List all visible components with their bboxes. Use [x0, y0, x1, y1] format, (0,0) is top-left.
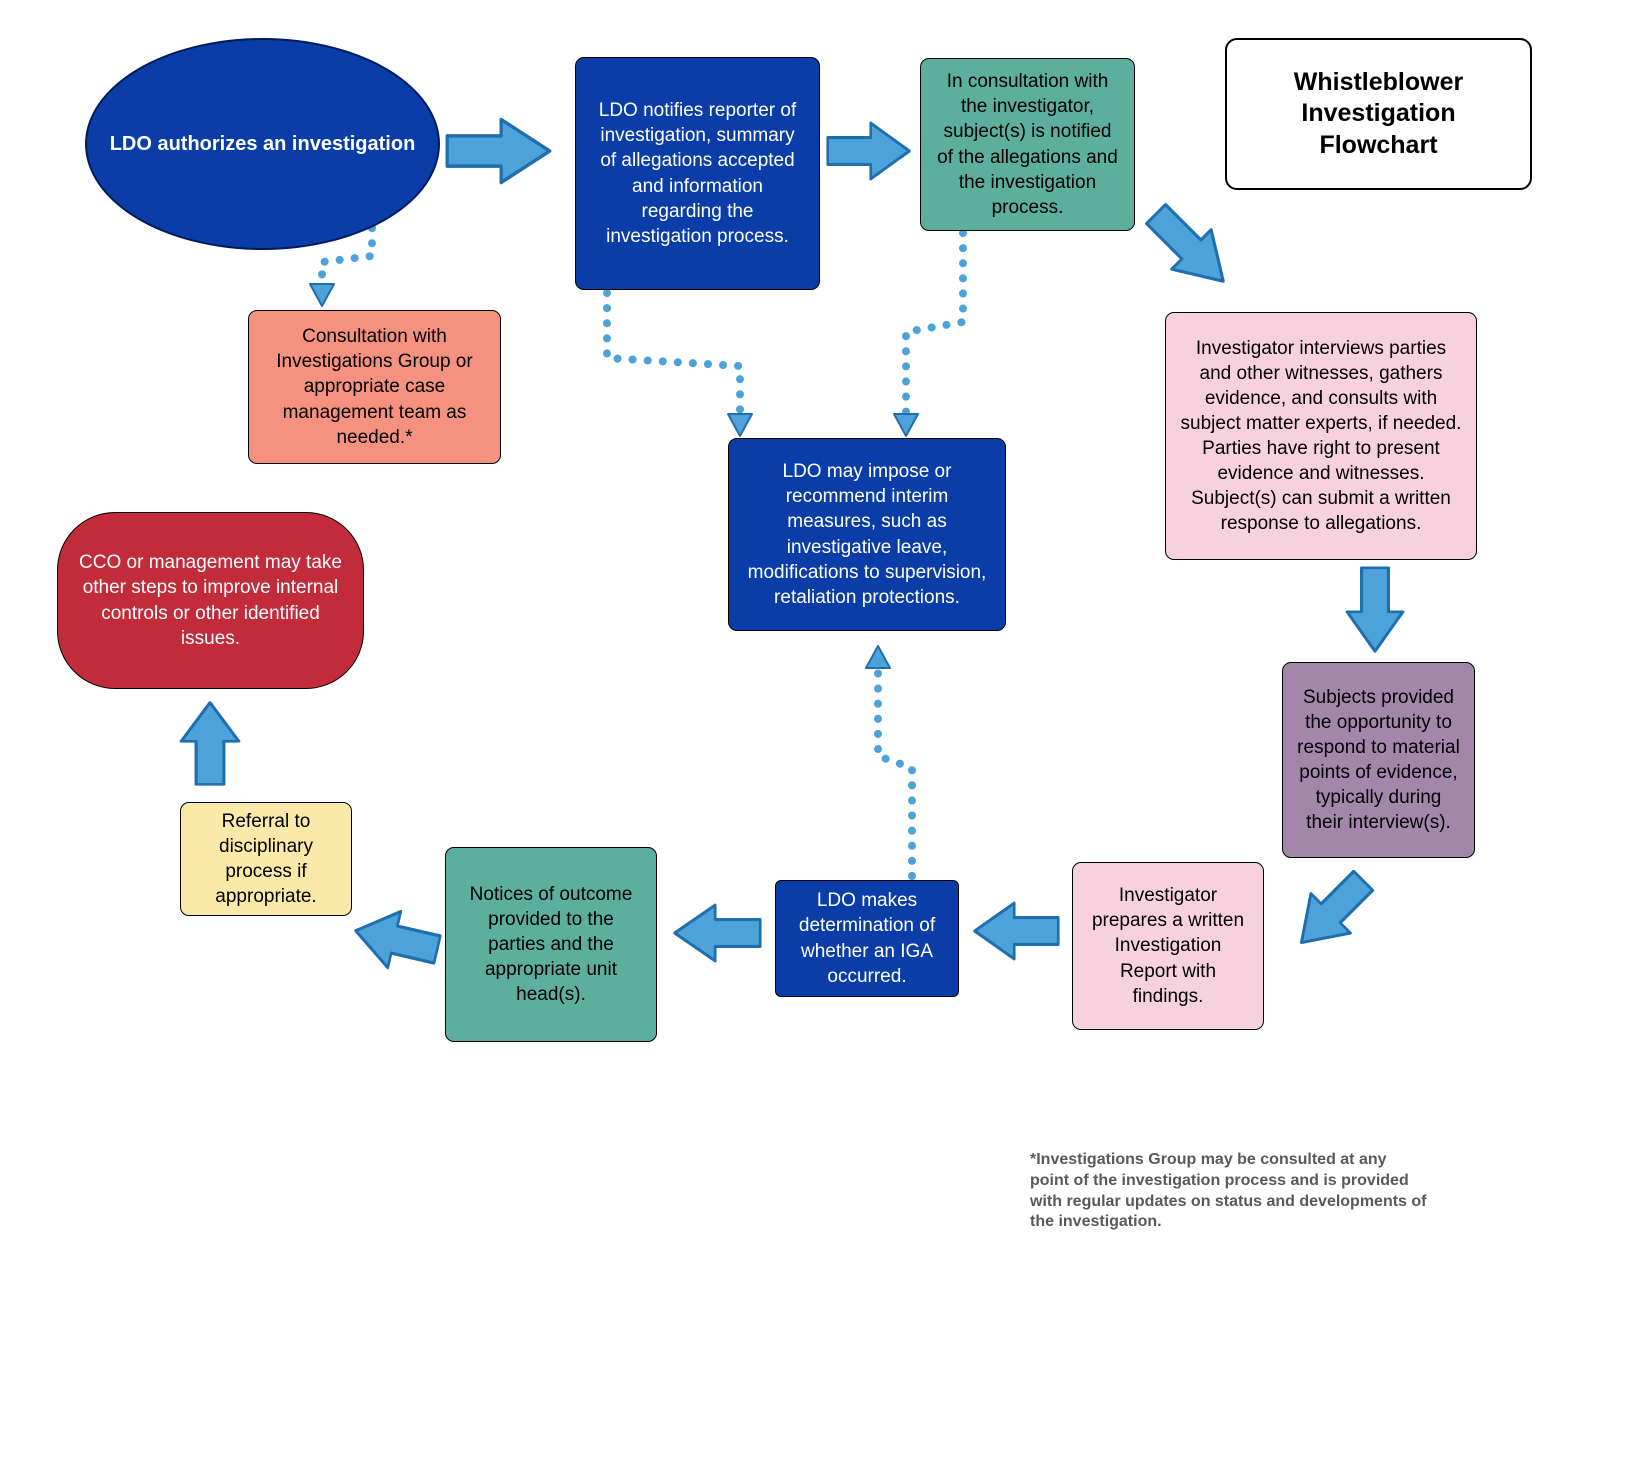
node-label: LDO notifies reporter of investigation, …	[598, 100, 797, 247]
arrow-left-icon	[973, 901, 1060, 961]
footnote-text: *Investigations Group may be consulted a…	[1030, 1151, 1427, 1231]
dotted-line-subject-interim	[902, 229, 967, 416]
node-label: LDO authorizes an investigation	[109, 132, 416, 155]
node-subjects-respond-evidence: Subjects provided the opportunity to res…	[1282, 662, 1475, 858]
node-investigation-report: Investigator prepares a written Investig…	[1072, 862, 1264, 1030]
dotted-line-determination-interim	[874, 666, 916, 880]
node-label: Investigator interviews parties and othe…	[1180, 337, 1462, 535]
arrow-left-icon	[354, 909, 442, 970]
arrowhead-down-icon	[309, 283, 335, 307]
node-consultation-investigations-group: Consultation with Investigations Group o…	[248, 310, 501, 464]
node-ldo-interim-measures: LDO may impose or recommend interim meas…	[728, 438, 1006, 631]
arrow-up-icon	[179, 701, 241, 786]
node-label: Consultation with Investigations Group o…	[276, 326, 473, 448]
title-label: Whistleblower Investigation Flowchart	[1293, 68, 1464, 159]
arrow-down-right-icon	[1145, 203, 1225, 283]
node-label: LDO makes determination of whether an IG…	[798, 890, 936, 987]
node-investigator-interviews: Investigator interviews parties and othe…	[1165, 312, 1477, 560]
arrow-down-left-icon	[1299, 869, 1375, 945]
node-label: Notices of outcome provided to the parti…	[469, 883, 633, 1006]
node-label: Investigator prepares a written Investig…	[1091, 885, 1245, 1007]
dotted-line-notify-interim	[603, 289, 744, 416]
node-subject-notified: In consultation with the investigator, s…	[920, 58, 1135, 231]
node-label: Subjects provided the opportunity to res…	[1297, 686, 1460, 834]
node-cco-other-steps: CCO or management may take other steps t…	[57, 512, 364, 689]
arrowhead-up-icon	[865, 645, 891, 669]
node-label: LDO may impose or recommend interim meas…	[747, 461, 987, 608]
node-ldo-determination: LDO makes determination of whether an IG…	[775, 880, 959, 997]
node-notices-of-outcome: Notices of outcome provided to the parti…	[445, 847, 657, 1042]
arrow-down-icon	[1345, 566, 1405, 653]
dotted-line-authorize-consultation	[318, 209, 376, 287]
node-label: Referral to disciplinary process if appr…	[215, 810, 317, 908]
footnote-investigations-group: *Investigations Group may be consulted a…	[1030, 1150, 1430, 1233]
node-referral-disciplinary: Referral to disciplinary process if appr…	[180, 802, 352, 916]
node-label: CCO or management may take other steps t…	[79, 552, 342, 649]
node-label: In consultation with the investigator, s…	[937, 71, 1118, 218]
node-ldo-notifies-reporter: LDO notifies reporter of investigation, …	[575, 57, 820, 290]
arrowhead-down-icon	[893, 413, 919, 437]
flowchart-title: Whistleblower Investigation Flowchart	[1225, 38, 1532, 190]
arrow-left-icon	[673, 903, 762, 963]
arrowhead-down-icon	[727, 413, 753, 437]
arrow-right-icon	[445, 117, 552, 185]
arrow-right-icon	[826, 121, 911, 181]
node-ldo-authorizes-investigation: LDO authorizes an investigation	[85, 38, 440, 250]
